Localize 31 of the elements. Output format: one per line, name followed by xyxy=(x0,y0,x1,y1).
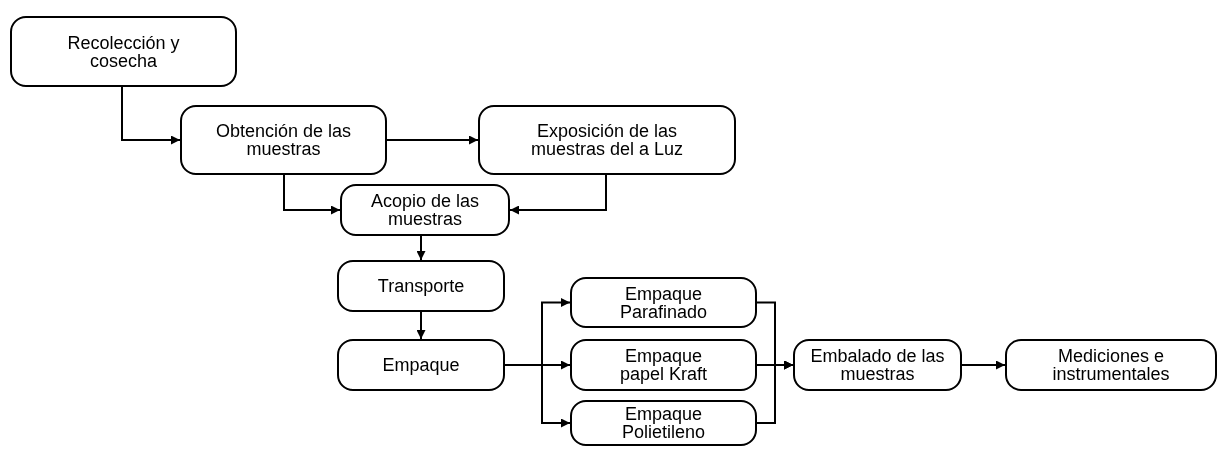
arrow xyxy=(961,360,1006,370)
box-label: Acopio de las muestras xyxy=(369,192,481,228)
box-label: Empaque xyxy=(382,356,460,374)
process-box xyxy=(337,260,505,312)
arrow xyxy=(386,135,479,145)
arrow xyxy=(504,364,571,428)
process-box xyxy=(570,277,757,328)
arrow xyxy=(416,311,426,340)
process-box xyxy=(793,339,962,391)
process-box xyxy=(340,184,510,236)
box-label: Empaque Polietileno xyxy=(620,405,707,441)
arrow xyxy=(509,174,607,215)
box-label: Mediciones e instrumentales xyxy=(1051,347,1171,383)
process-box xyxy=(570,339,757,391)
process-box xyxy=(570,400,757,446)
box-label: Recolección y cosecha xyxy=(66,33,181,70)
arrow xyxy=(416,235,426,261)
process-box xyxy=(478,105,736,175)
process-box xyxy=(180,105,387,175)
box-label: Transporte xyxy=(377,277,465,295)
arrow xyxy=(756,360,794,424)
arrow xyxy=(121,86,181,145)
process-box xyxy=(1005,339,1217,391)
box-label: Empaque papel Kraft xyxy=(618,347,709,383)
arrow xyxy=(283,174,341,215)
box-label: Obtención de las muestras xyxy=(214,122,353,158)
process-box xyxy=(337,339,505,391)
process-box xyxy=(10,16,237,87)
box-label: Embalado de las muestras xyxy=(809,347,946,383)
box-label: Empaque Parafinado xyxy=(618,284,709,321)
box-label: Exposición de las muestras del a Luz xyxy=(529,122,685,158)
